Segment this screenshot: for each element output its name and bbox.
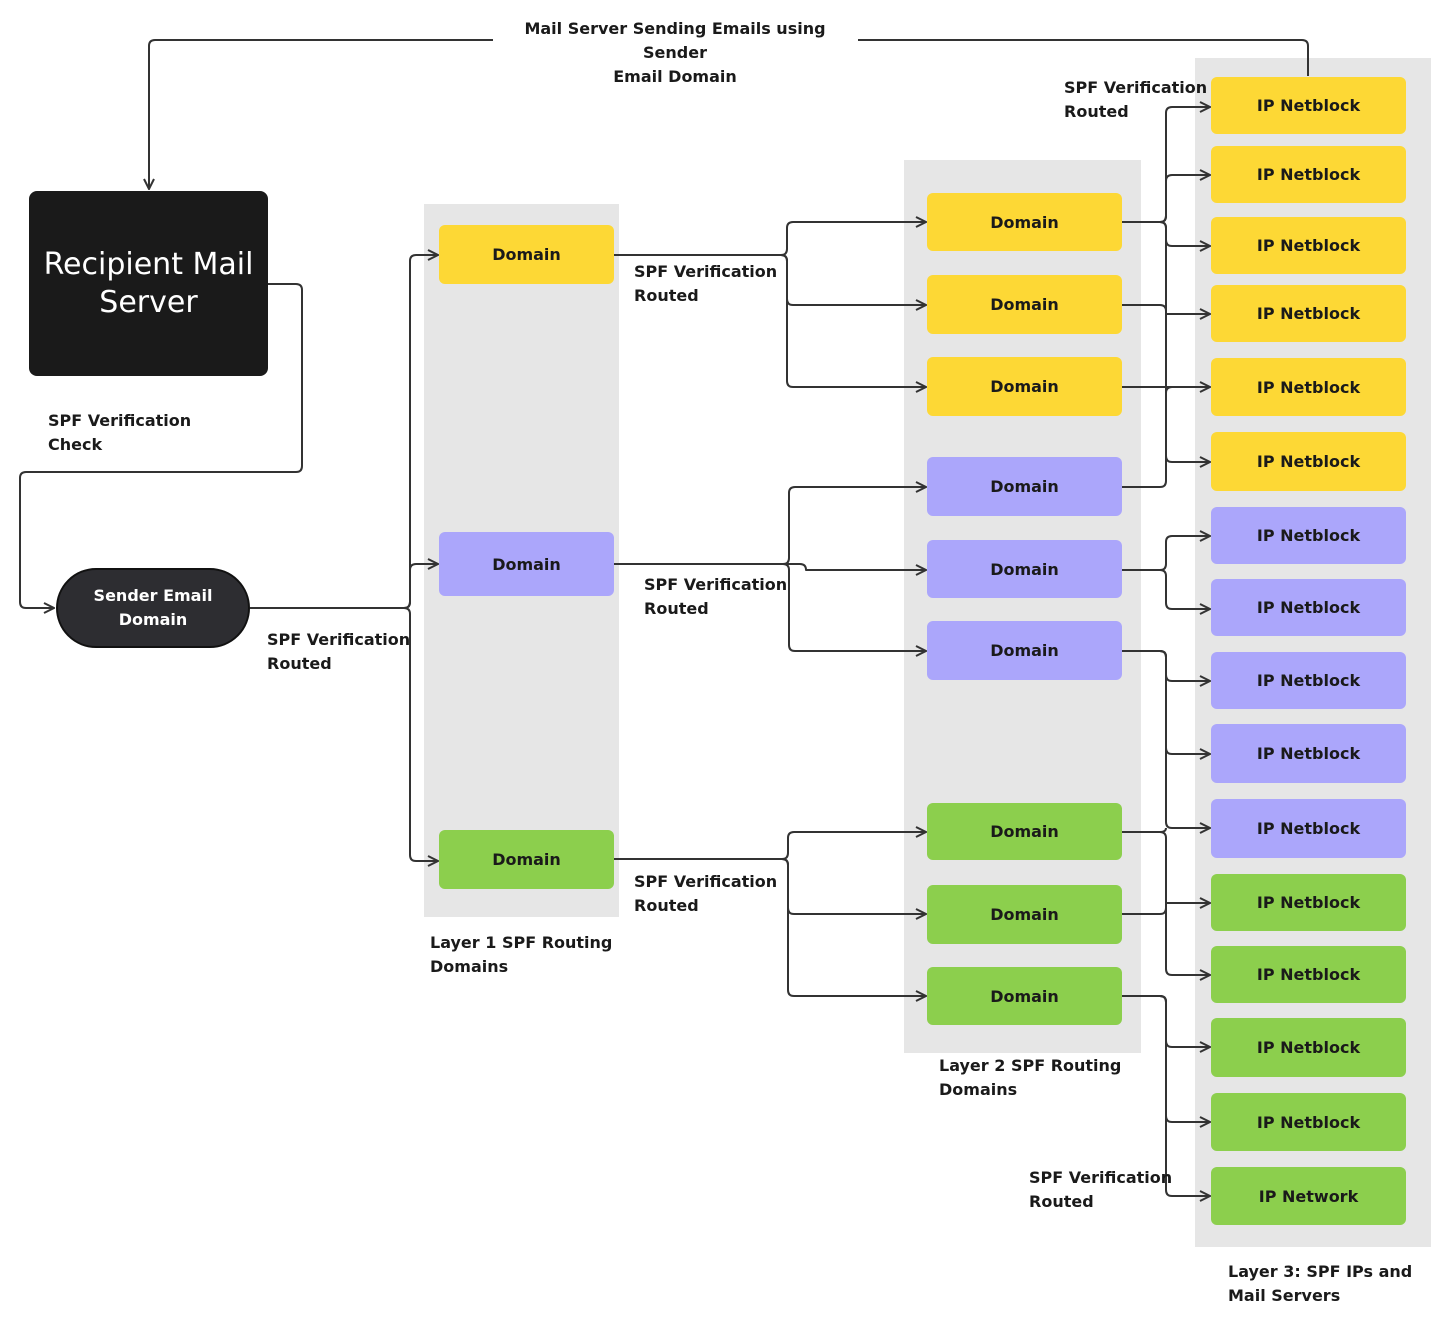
layer3-ip-netblock[interactable]: IP Netblock xyxy=(1211,946,1406,1003)
routed-label: SPF Verification Routed xyxy=(1029,1168,1173,1211)
layer3-ip-netblock[interactable]: IP Netblock xyxy=(1211,1018,1406,1077)
layer3-ip-netblock[interactable]: IP Netblock xyxy=(1211,724,1406,783)
layer3-ip-netblock[interactable]: IP Netblock xyxy=(1211,432,1406,491)
layer3-ip-netblock[interactable]: IP Netblock xyxy=(1211,77,1406,134)
routed-label: SPF Verification Routed xyxy=(634,262,778,305)
layer3-ip-netblock[interactable]: IP Netblock xyxy=(1211,799,1406,858)
layer3-ip-netblock[interactable]: IP Netblock xyxy=(1211,285,1406,342)
return-connector xyxy=(149,39,1309,188)
layer3-ip-netblock[interactable]: IP Netblock xyxy=(1211,217,1406,274)
layer2-caption: Layer 2 SPF Routing Domains xyxy=(939,1056,1122,1099)
layer3-ip-netblock[interactable]: IP Netblock xyxy=(1211,652,1406,709)
layer2-domain[interactable]: Domain xyxy=(927,967,1122,1025)
routed-label: SPF Verification Routed xyxy=(1064,78,1208,121)
layer1-domain-yellow[interactable]: Domain xyxy=(439,225,614,284)
layer2-domain[interactable]: Domain xyxy=(927,540,1122,598)
layer3-ip-netblock[interactable]: IP Netblock xyxy=(1211,146,1406,203)
layer2-domain[interactable]: Domain xyxy=(927,193,1122,251)
layer3-ip-netblock[interactable]: IP Netblock xyxy=(1211,579,1406,636)
layer3-ip-network[interactable]: IP Network xyxy=(1211,1167,1406,1225)
layer2-domain[interactable]: Domain xyxy=(927,457,1122,516)
sender-email-domain[interactable]: Sender Email Domain xyxy=(56,568,250,648)
layer1-domain-green[interactable]: Domain xyxy=(439,830,614,889)
layer1-caption: Layer 1 SPF Routing Domains xyxy=(430,933,613,976)
layer2-domain[interactable]: Domain xyxy=(927,275,1122,334)
layer2-domain[interactable]: Domain xyxy=(927,803,1122,860)
verification-check-label: SPF Verification Check xyxy=(48,411,192,454)
layer3-ip-netblock[interactable]: IP Netblock xyxy=(1211,507,1406,564)
recipient-mail-server[interactable]: Recipient Mail Server xyxy=(29,191,268,376)
routed-label: SPF Verification Routed xyxy=(634,872,778,915)
sending-emails-label: Mail Server Sending Emails using Sender … xyxy=(495,17,855,89)
routed-label: SPF Verification Routed xyxy=(267,630,411,673)
layer1-domain-purple[interactable]: Domain xyxy=(439,532,614,596)
layer2-domain[interactable]: Domain xyxy=(927,357,1122,416)
layer2-domain[interactable]: Domain xyxy=(927,621,1122,680)
layer3-ip-netblock[interactable]: IP Netblock xyxy=(1211,358,1406,416)
check-connector xyxy=(19,283,303,608)
layer3-caption: Layer 3: SPF IPs and Mail Servers xyxy=(1228,1262,1413,1305)
layer3-ip-netblock[interactable]: IP Netblock xyxy=(1211,874,1406,931)
layer2-domain[interactable]: Domain xyxy=(927,885,1122,944)
layer3-ip-netblock[interactable]: IP Netblock xyxy=(1211,1093,1406,1151)
routed-label: SPF Verification Routed xyxy=(644,575,788,618)
